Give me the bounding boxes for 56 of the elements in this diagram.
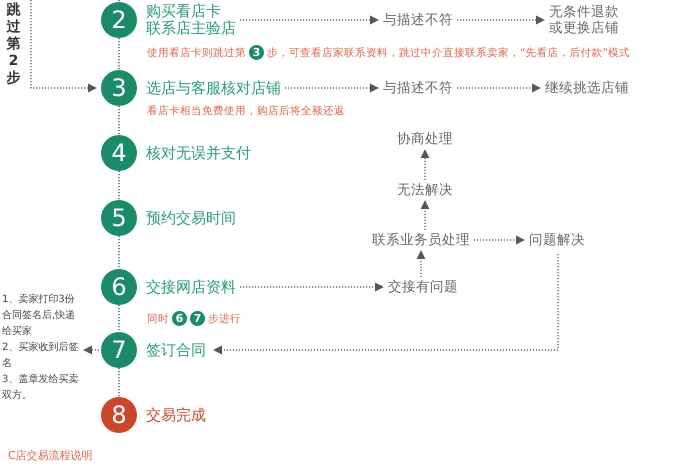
arrow bbox=[240, 282, 384, 292]
connector-line bbox=[118, 38, 120, 70]
note-text: 使用看店卡则跳过第 bbox=[147, 46, 246, 60]
note-text: 同时 bbox=[147, 312, 169, 326]
step-number-circle: 8 bbox=[101, 397, 137, 433]
note-text: 步，可查看店家联系资料，跳过中介直接联系卖家，“先看店，后付款”模式 bbox=[267, 46, 630, 60]
arrow bbox=[83, 346, 99, 354]
arrow bbox=[420, 200, 430, 230]
step-number-circle: 7 bbox=[101, 332, 137, 368]
connector-line bbox=[118, 305, 120, 332]
step-title: 签订合同 bbox=[146, 342, 206, 358]
arrow bbox=[30, 0, 97, 92]
connector-line bbox=[118, 0, 120, 2]
note-text: 步进行 bbox=[208, 312, 241, 326]
instruction-text: 1、卖家打印3份合同签名后,快递给买家 bbox=[2, 292, 76, 339]
step-title: 预约交易时间 bbox=[146, 210, 236, 226]
note-text: 看店卡相当免费使用，购店后将全额还返 bbox=[147, 104, 345, 118]
connector-line bbox=[118, 106, 120, 135]
step-badge: 7 bbox=[190, 311, 205, 326]
step-number-circle: 3 bbox=[101, 70, 137, 106]
step-badge: 3 bbox=[249, 45, 264, 60]
arrow bbox=[420, 149, 430, 180]
step-title: 交接网店资料 bbox=[146, 278, 236, 296]
footer-note: C店交易流程说明 bbox=[8, 448, 93, 463]
flow-text: 无法解决 bbox=[397, 182, 453, 198]
flow-text: 与描述不符 bbox=[383, 80, 453, 96]
arrow bbox=[240, 16, 379, 24]
step-number-circle: 6 bbox=[101, 269, 137, 305]
step-badge: 6 bbox=[172, 311, 187, 326]
connector-line bbox=[118, 368, 120, 397]
step-number-circle: 5 bbox=[101, 200, 137, 236]
flow-text: 联系业务员处理 bbox=[372, 232, 470, 248]
step-title: 联系店主验店 bbox=[146, 20, 236, 37]
instruction-text: 2、买家收到后签名 bbox=[2, 340, 80, 371]
step-title: 选店与客服核对店铺 bbox=[146, 80, 281, 96]
step-title: 核对无误并支付 bbox=[146, 144, 251, 162]
arrow bbox=[213, 254, 559, 354]
arrow bbox=[457, 84, 541, 92]
arrow bbox=[474, 236, 525, 244]
connector-line bbox=[118, 236, 120, 269]
flow-text: 与描述不符 bbox=[383, 12, 453, 28]
instruction-text: 3、盖章发给买卖双方。 bbox=[2, 372, 80, 403]
arrow bbox=[416, 250, 426, 277]
arrow bbox=[285, 84, 379, 92]
step-title: 交易完成 bbox=[146, 406, 206, 424]
step-title: 购买看店卡 bbox=[146, 3, 222, 20]
flow-text: 问题解决 bbox=[529, 232, 585, 248]
arrow bbox=[457, 16, 545, 24]
flow-text: 交接有问题 bbox=[388, 279, 458, 295]
step-number-circle: 2 bbox=[101, 2, 137, 38]
flow-text: 协商处理 bbox=[397, 131, 453, 147]
step-number-circle: 4 bbox=[101, 135, 137, 171]
flow-text: 继续挑选店铺 bbox=[545, 80, 629, 96]
edge-label: 跳过第2步 bbox=[6, 2, 21, 87]
connector-line bbox=[118, 171, 120, 200]
flow-text: 无条件退款或更换店铺 bbox=[549, 4, 620, 36]
